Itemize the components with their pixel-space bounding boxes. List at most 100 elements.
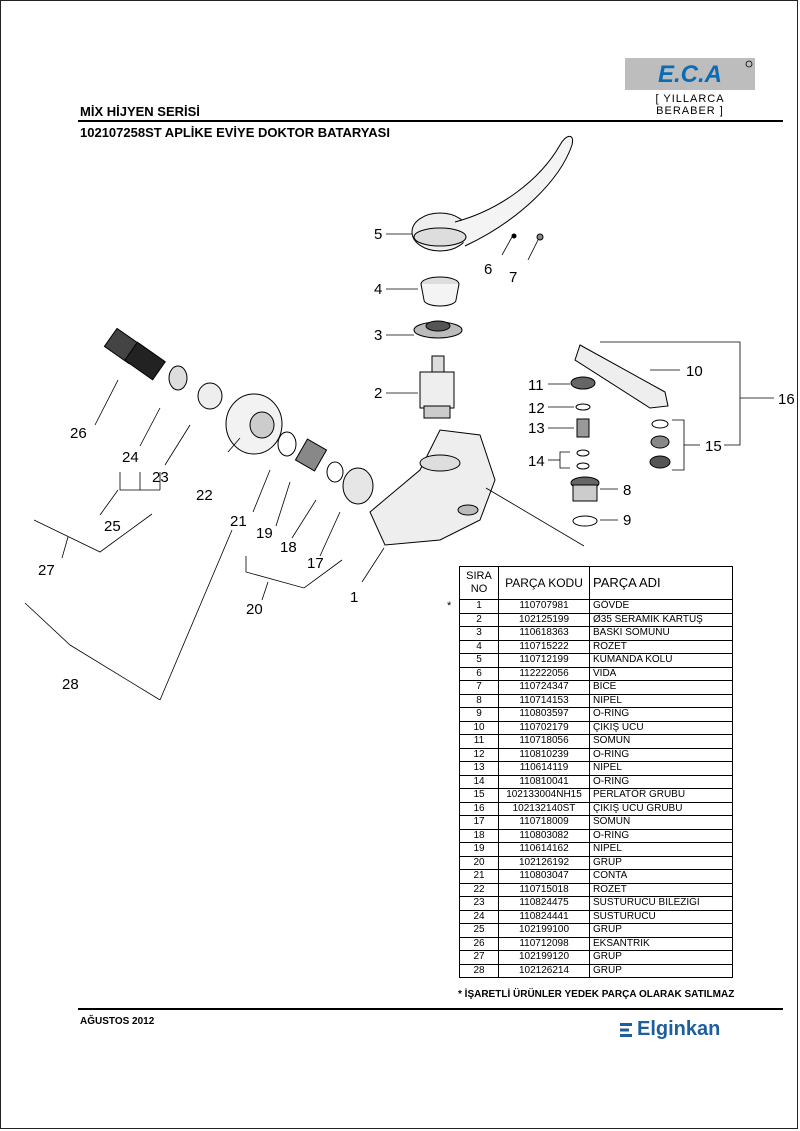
elginkan-brand: Elginkan <box>637 1018 721 1040</box>
callout-20: 20 <box>246 601 263 618</box>
cell-parca-kodu: 110702179 <box>498 720 590 735</box>
cell-sira-no: 11 <box>459 734 499 749</box>
part-oring-18 <box>326 461 344 483</box>
cell-sira-no: 27 <box>459 950 499 965</box>
callout-8: 8 <box>623 482 631 499</box>
callout-17: 17 <box>307 555 324 572</box>
cell-parca-adi: BASKI SOMUNU <box>589 626 733 641</box>
cell-parca-kodu: 102199100 <box>498 923 590 938</box>
callout-14: 14 <box>528 453 545 470</box>
cell-sira-no: 5 <box>459 653 499 668</box>
cell-sira-no: 15 <box>459 788 499 803</box>
part-body <box>369 429 496 546</box>
cell-sira-no: 16 <box>459 801 499 816</box>
header-parca-adi: PARÇA ADI <box>589 566 733 600</box>
callout-11: 11 <box>528 377 544 394</box>
cell-parca-adi: VİDA <box>589 666 733 681</box>
callout-10: 10 <box>686 363 703 380</box>
cell-sira-no: 19 <box>459 842 499 857</box>
cell-parca-adi: SOMUN <box>589 734 733 749</box>
cell-sira-no: 10 <box>459 720 499 735</box>
callout-22: 22 <box>196 487 213 504</box>
callout-1: 1 <box>350 589 358 606</box>
cell-parca-adi: NİPEL <box>589 842 733 857</box>
part-screw <box>511 233 517 239</box>
callout-16: 16 <box>778 391 795 408</box>
cell-parca-adi: ÇIKIŞ UCU GRUBU <box>589 801 733 816</box>
cell-sira-no: 14 <box>459 774 499 789</box>
part-spout <box>574 344 669 409</box>
cell-sira-no: 18 <box>459 828 499 843</box>
part-gasket <box>277 431 297 457</box>
cell-parca-kodu: 110614162 <box>498 842 590 857</box>
logo-tagline: [ YILLARCA BERABER ] <box>655 93 725 117</box>
cell-parca-kodu: 110803082 <box>498 828 590 843</box>
footnote: * İŞARETLİ ÜRÜNLER YEDEK PARÇA OLARAK SA… <box>458 989 735 1000</box>
aerator-part-c <box>649 455 671 469</box>
part-nut-17 <box>342 467 374 505</box>
callout-18: 18 <box>280 539 297 556</box>
part-oring-14a <box>576 449 590 457</box>
cell-parca-kodu: 102133004NH15 <box>498 788 590 803</box>
callout-24: 24 <box>122 449 139 466</box>
table-header-row: SIRA NO PARÇA KODU PARÇA ADI <box>459 566 733 600</box>
aerator-part-b <box>650 435 670 449</box>
cell-sira-no: 4 <box>459 639 499 654</box>
cell-sira-no: 24 <box>459 909 499 924</box>
cell-sira-no: 9 <box>459 707 499 722</box>
eca-logo-lettering: E.C.A <box>658 61 722 88</box>
header-parca-kodu: PARÇA KODU <box>498 566 590 600</box>
not-sold-marker: * <box>447 600 452 612</box>
eca-logo-mark: E.C.A <box>658 60 753 88</box>
cell-parca-adi: BİCE <box>589 680 733 695</box>
part-eccentric <box>103 327 166 381</box>
cell-parca-kodu: 110712098 <box>498 936 590 951</box>
callout-26: 26 <box>70 425 87 442</box>
cell-sira-no: 28 <box>459 963 499 978</box>
part-cap <box>536 233 544 241</box>
part-rozet-side <box>225 393 283 455</box>
part-rozet-top <box>420 276 460 307</box>
cell-sira-no: 1 <box>459 599 499 614</box>
part-oring-14b <box>576 462 590 470</box>
part-silencer <box>168 365 188 391</box>
cell-parca-kodu: 112222056 <box>498 666 590 681</box>
cell-sira-no: 6 <box>459 666 499 681</box>
cell-parca-adi: NİPEL <box>589 693 733 708</box>
part-nipple-19 <box>294 438 328 472</box>
cell-parca-kodu: 110803047 <box>498 869 590 884</box>
callout-13: 13 <box>528 420 545 437</box>
callout-6: 6 <box>484 261 492 278</box>
cell-sira-no: 13 <box>459 761 499 776</box>
cell-parca-kodu: 102126192 <box>498 855 590 870</box>
cell-parca-adi: CONTA <box>589 869 733 884</box>
cell-parca-kodu: 110715222 <box>498 639 590 654</box>
cell-parca-adi: O-RİNG <box>589 747 733 762</box>
part-nipple-13 <box>576 418 590 438</box>
callout-19: 19 <box>256 525 273 542</box>
cell-parca-kodu: 110810041 <box>498 774 590 789</box>
callout-3: 3 <box>374 327 382 344</box>
cell-sira-no: 17 <box>459 815 499 830</box>
cell-parca-kodu: 110718056 <box>498 734 590 749</box>
cell-parca-kodu: 110824475 <box>498 896 590 911</box>
callout-15: 15 <box>705 438 722 455</box>
publication-date: AĞUSTOS 2012 <box>80 1016 155 1027</box>
part-cartridge <box>419 355 455 419</box>
exploded-diagram: 1 2 3 4 5 6 7 8 9 10 11 12 13 14 15 16 1… <box>24 135 795 700</box>
